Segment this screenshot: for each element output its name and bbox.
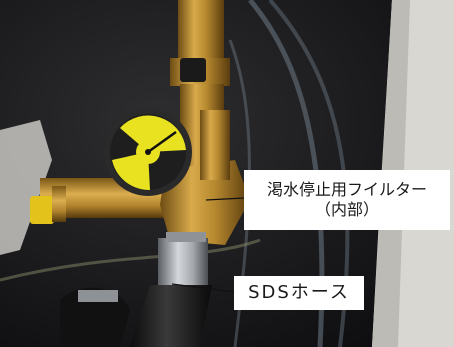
filter-label-line1: 渇水停止用フイルター xyxy=(266,180,427,199)
filter-label-line2: （内部） xyxy=(314,200,379,219)
valve-knob xyxy=(180,58,206,82)
pressure-gauge xyxy=(104,108,192,196)
sds-label-text: SDSホース xyxy=(248,281,350,303)
sds-leader-line xyxy=(171,283,235,293)
sds-hose-callout-label: SDSホース xyxy=(234,276,364,310)
hose-fitting xyxy=(158,238,208,288)
filter-callout-label: 渇水停止用フイルター （内部） xyxy=(244,170,450,230)
brass-pipe-vertical xyxy=(178,0,224,60)
left-surface xyxy=(0,120,52,255)
filter-housing xyxy=(160,160,250,245)
filter-leader-line xyxy=(205,197,245,201)
sds-hose xyxy=(130,285,212,347)
